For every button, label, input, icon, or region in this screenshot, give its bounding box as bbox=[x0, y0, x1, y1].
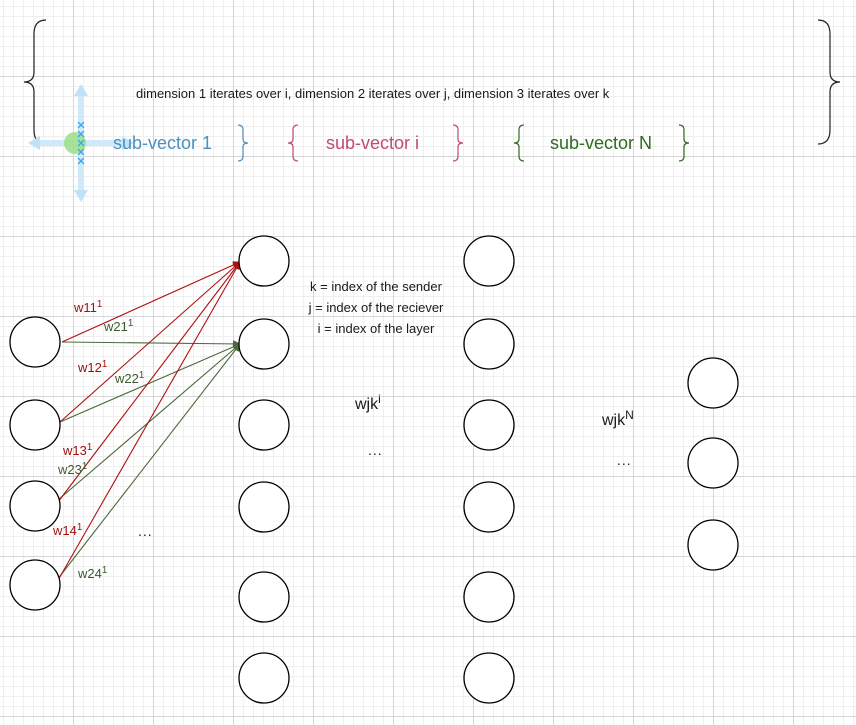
layer-1-neuron bbox=[238, 235, 290, 287]
subvector-i-label: sub-vector i bbox=[326, 133, 420, 153]
input-neuron bbox=[9, 480, 61, 532]
selection-handle-icon[interactable] bbox=[28, 84, 134, 202]
legend-j: j = index of the reciever bbox=[308, 300, 444, 315]
layer-1-neuron bbox=[238, 318, 290, 370]
weight-label-w14: w141 bbox=[53, 522, 83, 538]
layer-i-neuron bbox=[463, 318, 515, 370]
weight-label-w11: w111 bbox=[74, 299, 103, 315]
outer-brace-right bbox=[817, 19, 841, 145]
layer-N-neuron bbox=[687, 437, 739, 489]
dimension-caption: dimension 1 iterates over i, dimension 2… bbox=[136, 86, 610, 101]
subvector-i-brace-left bbox=[287, 124, 299, 162]
weight-label-w12: w121 bbox=[78, 359, 108, 375]
weight-label-w22: w221 bbox=[115, 370, 145, 386]
legend-i: i = index of the layer bbox=[317, 321, 435, 336]
input-layer bbox=[9, 316, 61, 611]
wjk-N-label: wjkN bbox=[602, 408, 634, 429]
layer-1-neuron bbox=[238, 481, 290, 533]
layer-1-neuron bbox=[238, 652, 290, 704]
input-neuron bbox=[9, 559, 61, 611]
subvector-N-label: sub-vector N bbox=[550, 133, 653, 153]
layer-i-neuron bbox=[463, 571, 515, 623]
layer-1-neuron bbox=[238, 399, 290, 451]
layer-1-neuron bbox=[238, 571, 290, 623]
input-neuron bbox=[9, 399, 61, 451]
middle-ellipsis: ... bbox=[368, 442, 383, 458]
weight-label-w24: w241 bbox=[78, 565, 108, 581]
edges-to-neuron-1 bbox=[56, 261, 241, 583]
legend-k: k = index of the sender bbox=[310, 279, 442, 294]
input-neuron bbox=[9, 316, 61, 368]
layer-i-neuron bbox=[463, 235, 515, 287]
layer-i bbox=[463, 235, 515, 704]
weight-label-w21: w211 bbox=[104, 318, 134, 334]
layer-i-neuron bbox=[463, 652, 515, 704]
subvector-1-brace-right bbox=[237, 124, 249, 162]
weight-label-w13: w131 bbox=[63, 442, 93, 458]
subvector-i-brace-right bbox=[452, 124, 464, 162]
subvector-N-brace-right bbox=[678, 124, 690, 162]
layer-1 bbox=[238, 235, 290, 704]
layer-N-neuron bbox=[687, 357, 739, 409]
layer-i-neuron bbox=[463, 399, 515, 451]
layer-N bbox=[687, 357, 739, 571]
subvector-1-label: sub-vector 1 bbox=[113, 133, 213, 153]
subvector-N-brace-left bbox=[513, 124, 525, 162]
weight-label-w23: w231 bbox=[58, 461, 88, 477]
layer-N-neuron bbox=[687, 519, 739, 571]
outer-brace-left bbox=[23, 19, 47, 145]
right-ellipsis: ... bbox=[617, 452, 632, 468]
index-legend: k = index of the sender j = index of the… bbox=[300, 276, 452, 339]
layer-i-neuron bbox=[463, 481, 515, 533]
input-ellipsis: ... bbox=[138, 523, 153, 539]
wjk-i-label: wjki bbox=[355, 392, 381, 413]
